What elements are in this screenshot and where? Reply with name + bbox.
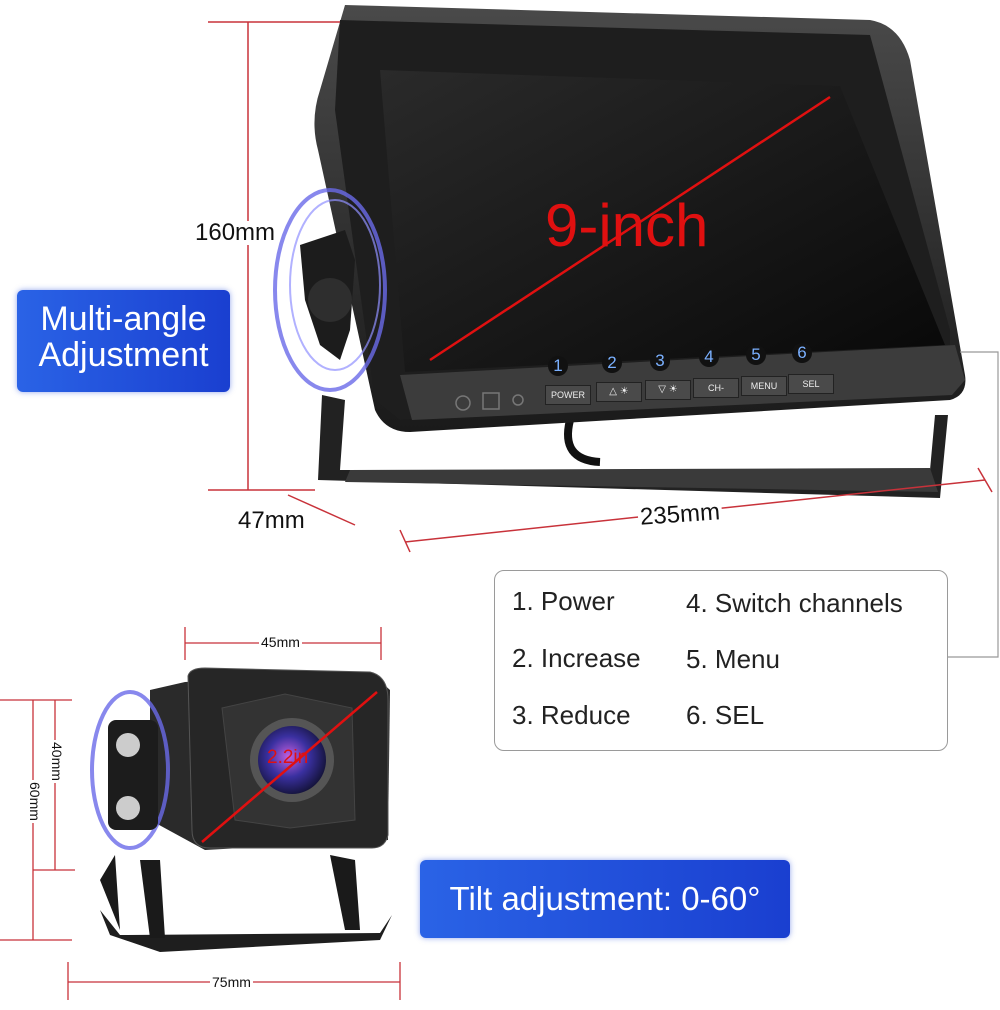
legend-item-power: 1. Power [512,586,615,616]
button-number-2: 2 [602,353,622,373]
legend-connector [947,351,999,658]
menu-button[interactable]: MENU [741,376,787,396]
legend-item-reduce: 3. Reduce [512,700,631,730]
camera-body [90,667,392,952]
monitor-stand [318,395,948,498]
channel-button[interactable]: CH- [693,378,739,398]
legend-item-switch-channels: 4. Switch channels [686,588,903,618]
camera-top-width-label: 45mm [259,634,302,650]
camera-inner-height-label: 40mm [49,740,65,783]
button-number-5: 5 [746,345,766,365]
legend-item-increase: 2. Increase [512,643,641,673]
button-number-6: 6 [792,343,812,363]
monitor-screen [380,70,945,372]
multi-angle-line2: Adjustment [38,335,209,374]
button-number-4: 4 [699,347,719,367]
camera-height-label: 60mm [27,780,43,823]
button-number-1: 1 [548,356,568,376]
button-legend [494,570,948,751]
multi-angle-line1: Multi-angle [40,300,207,338]
multi-angle-adjustment-tag: Multi-angle Adjustment [17,290,230,392]
monitor-depth-label: 47mm [236,507,307,534]
monitor-width-label: 235mm [637,498,723,531]
camera-base-width-label: 75mm [210,974,253,990]
tilt-adjustment-tag: Tilt adjustment: 0-60° [420,860,790,938]
screen-diagonal [429,95,831,362]
sel-button[interactable]: SEL [788,374,834,394]
lens-size-label: 2.2in [267,747,309,768]
reduce-button[interactable]: ▽ ☀ [645,380,691,400]
legend-item-sel: 6. SEL [686,700,765,730]
adjustment-knob [273,188,387,392]
button-number-3: 3 [650,351,670,371]
monitor-height-label: 160mm [193,219,278,246]
legend-item-menu: 5. Menu [686,644,780,674]
power-button[interactable]: POWER [545,385,591,405]
lens-diagonal [201,691,378,843]
increase-button[interactable]: △ ☀ [596,382,642,402]
screen-size-label: 9-inch [545,192,709,259]
monitor-body [314,5,966,432]
